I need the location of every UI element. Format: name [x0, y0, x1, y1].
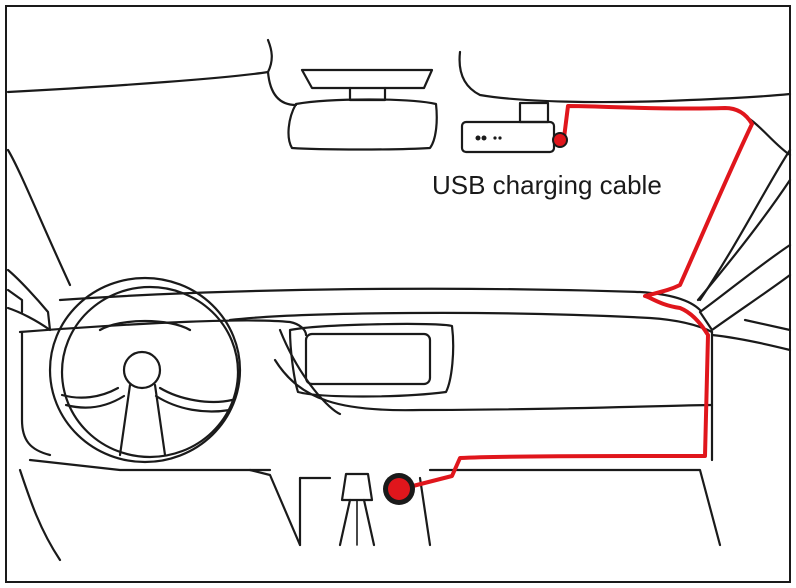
usb-charging-cable-route	[403, 104, 754, 490]
dash-cam-button-icon	[481, 135, 487, 141]
dash-cam-button-icon	[475, 135, 481, 141]
cable-label: USB charging cable	[432, 170, 662, 200]
steering-wheel	[48, 276, 242, 464]
gear-shifter	[338, 472, 376, 547]
windshield-frame	[6, 38, 792, 302]
car-charger-socket	[383, 473, 415, 505]
dash-cam-led-icon	[498, 136, 502, 140]
dash-cam-led-icon	[493, 136, 497, 140]
a-pillars	[6, 178, 792, 332]
cable-plug-icon	[552, 132, 568, 148]
rear-view-mirror	[287, 68, 438, 151]
center-display	[288, 322, 455, 398]
lower-console	[18, 458, 722, 562]
